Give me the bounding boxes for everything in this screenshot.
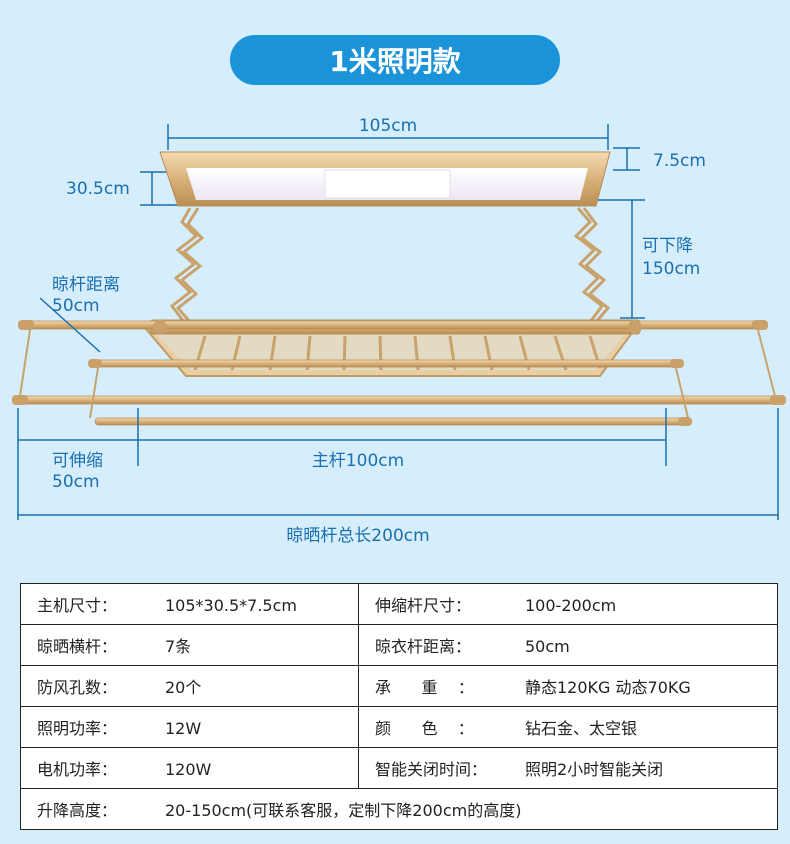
spec-value: 100-200cm — [525, 596, 617, 615]
label-rod-gap-1: 晾杆距离 — [52, 275, 120, 295]
rod-lower-back — [94, 417, 692, 426]
spec-table: 主机尺寸： 105*30.5*7.5cm 伸缩杆尺寸： 100-200cm 晾晒横杆… — [20, 583, 778, 830]
rod-cap-left — [153, 320, 167, 334]
spec-label: 智能关闭时间： — [375, 760, 488, 779]
rod-front — [18, 320, 768, 330]
rod-cap-right — [628, 320, 642, 334]
label-rod-gap-2: 50cm — [52, 296, 100, 316]
product-diagram: 105cm 7.5cm 30.5cm 可下降 150cm — [12, 116, 786, 546]
spec-value: 20-150cm(可联系客服，定制下降200cm的高度) — [165, 801, 522, 820]
page-title: 1米照明款 — [230, 35, 560, 85]
dim-rod-gap — [39, 297, 101, 353]
spec-label: 主机尺寸： — [37, 596, 118, 615]
spec-label: 升降高度： — [37, 801, 118, 820]
label-lowering-2: 150cm — [642, 259, 700, 279]
spec-value: 照明2小时智能关闭 — [525, 760, 664, 779]
spec-value: 7条 — [165, 637, 192, 656]
spec-value: 12W — [165, 719, 202, 738]
scissor-arm-left — [169, 207, 205, 323]
dim-lowering — [597, 199, 645, 319]
dim-total-length — [17, 408, 779, 520]
spec-label: 伸缩杆尺寸： — [375, 596, 472, 615]
label-depth: 30.5cm — [66, 179, 130, 199]
spec-value: 120W — [165, 760, 212, 779]
table-row: 晾晒横杆： 7条 晾衣杆距离： 50cm — [20, 624, 778, 666]
label-lowering-1: 可下降 — [642, 236, 693, 256]
spec-label: 承 重 ： — [375, 678, 474, 697]
spec-value: 50cm — [525, 637, 570, 656]
label-total-length: 晾晒杆总长200cm — [286, 526, 429, 546]
label-thickness: 7.5cm — [653, 151, 706, 171]
table-row: 主机尺寸： 105*30.5*7.5cm 伸缩杆尺寸： 100-200cm — [20, 583, 778, 625]
light-panel — [324, 169, 451, 199]
dim-thickness — [613, 147, 640, 171]
label-top-width: 105cm — [359, 116, 417, 136]
label-extend-1: 可伸缩 — [52, 451, 103, 471]
spec-value: 20个 — [165, 678, 202, 697]
spec-value: 105*30.5*7.5cm — [165, 596, 297, 615]
rod-back — [88, 359, 684, 368]
spec-label: 照明功率： — [37, 719, 118, 738]
spec-label: 晾晒横杆： — [37, 637, 118, 656]
spec-value: 静态120KG 动态70KG — [525, 678, 691, 697]
dim-main-rod — [18, 408, 667, 466]
table-row: 升降高度： 20-150cm(可联系客服，定制下降200cm的高度) — [20, 788, 778, 830]
dim-top-width — [167, 124, 609, 150]
ceiling-unit — [159, 151, 611, 207]
table-row: 电机功率： 120W 智能关闭时间： 照明2小时智能关闭 — [20, 747, 778, 789]
table-row: 照明功率： 12W 颜 色 ： 钻石金、太空银 — [20, 706, 778, 748]
spec-label: 防风孔数： — [37, 678, 118, 697]
spec-label: 颜 色 ： — [375, 719, 474, 738]
label-extend-2: 50cm — [52, 472, 100, 492]
rod-side-links — [19, 329, 776, 419]
label-main-rod: 主杆100cm — [312, 451, 404, 471]
rod-lower-front — [12, 395, 786, 405]
spec-value: 钻石金、太空银 — [525, 719, 638, 738]
spec-label: 电机功率： — [37, 760, 118, 779]
spec-label: 晾衣杆距离： — [375, 637, 472, 656]
table-row: 防风孔数： 20个 承 重 ： 静态120KG 动态70KG — [20, 665, 778, 707]
scissor-arm-right — [573, 207, 611, 323]
